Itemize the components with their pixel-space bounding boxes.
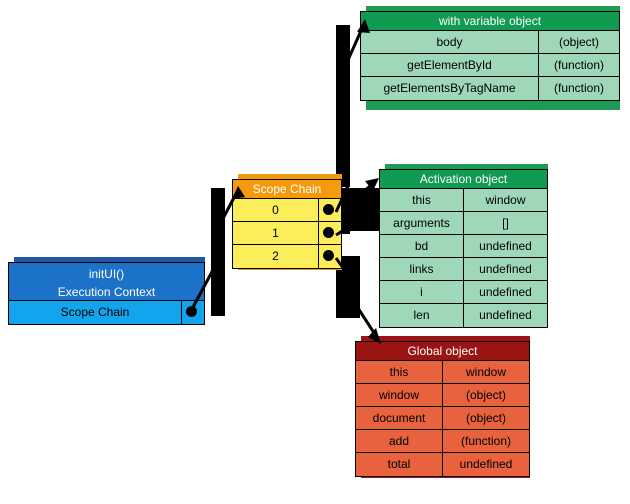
table-row: links undefined — [380, 258, 547, 281]
row-key: len — [380, 304, 464, 327]
row-value: (object) — [465, 411, 506, 425]
row-connector-cell — [319, 199, 341, 221]
table-row: this window — [380, 189, 547, 212]
table-row: getElementsByTagName (function) — [361, 77, 619, 100]
row-key: this — [356, 361, 443, 383]
row-key: bd — [380, 235, 464, 257]
row-index: 2 — [233, 245, 319, 268]
table-row: bd undefined — [380, 235, 547, 258]
table-row: len undefined — [380, 304, 547, 327]
connector-bar-scopechain — [211, 188, 225, 316]
row-value: undefined — [459, 457, 513, 471]
connector-bar-with-object — [336, 25, 350, 187]
row-label: Scope Chain — [9, 301, 182, 324]
connector-dot — [323, 204, 334, 215]
table-row: i undefined — [380, 281, 547, 304]
table-row: this window — [356, 361, 529, 384]
table-row: body (object) — [361, 31, 619, 54]
row-key: body — [361, 31, 539, 53]
row-key: add — [356, 430, 443, 452]
execution-context-title-line2: Execution Context — [57, 285, 156, 299]
row-value: undefined — [479, 239, 532, 253]
with-variable-object-title: with variable object — [361, 12, 619, 31]
table-row: total undefined — [356, 453, 529, 476]
row-key: links — [380, 258, 464, 280]
table-row: getElementById (function) — [361, 54, 619, 77]
row-value: (object) — [558, 35, 599, 49]
execution-context-title: initUI() Execution Context — [9, 263, 204, 301]
row-connector-cell — [319, 245, 341, 268]
row-index: 0 — [233, 199, 319, 221]
row-value: window — [485, 193, 526, 207]
row-key: arguments — [380, 212, 464, 234]
row-key: document — [356, 407, 443, 429]
table-row: document (object) — [356, 407, 529, 430]
row-index: 1 — [233, 222, 319, 244]
table-row: 1 — [233, 222, 341, 245]
row-key: total — [356, 453, 443, 476]
connector-dot — [323, 250, 334, 261]
execution-context-box: initUI() Execution Context Scope Chain — [8, 262, 205, 325]
row-value: (function) — [553, 81, 605, 95]
row-key: window — [356, 384, 443, 406]
table-row: Scope Chain — [9, 301, 204, 324]
table-row: window (object) — [356, 384, 529, 407]
with-variable-object-table: with variable object body (object) getEl… — [360, 11, 620, 101]
row-value: window — [465, 365, 507, 379]
row-value: (function) — [553, 58, 605, 72]
connector-dot — [323, 227, 334, 238]
row-value: (function) — [460, 434, 512, 448]
row-value: [] — [502, 216, 509, 230]
activation-object-title: Activation object — [380, 170, 547, 189]
row-value: undefined — [479, 285, 532, 299]
row-value: undefined — [479, 308, 532, 322]
connector-bar-activation — [345, 188, 379, 231]
table-row: 0 — [233, 199, 341, 222]
activation-object-table: Activation object this window arguments … — [379, 169, 548, 328]
row-key: i — [380, 281, 464, 303]
table-row: add (function) — [356, 430, 529, 453]
execution-context-title-line1: initUI() — [88, 267, 125, 281]
scope-chain-table: Scope Chain 0 1 2 — [232, 179, 342, 269]
scope-chain-title: Scope Chain — [233, 180, 341, 199]
global-object-table: Global object this window window (object… — [355, 341, 530, 477]
global-object-title: Global object — [356, 342, 529, 361]
row-key: getElementsByTagName — [361, 77, 539, 100]
row-value: (object) — [465, 388, 506, 402]
table-row: arguments [] — [380, 212, 547, 235]
connector-dot — [186, 306, 197, 317]
row-connector-cell — [319, 222, 341, 244]
row-connector-cell — [182, 301, 204, 324]
row-key: this — [380, 189, 464, 211]
table-row: 2 — [233, 245, 341, 268]
row-value: undefined — [479, 262, 532, 276]
row-key: getElementById — [361, 54, 539, 76]
